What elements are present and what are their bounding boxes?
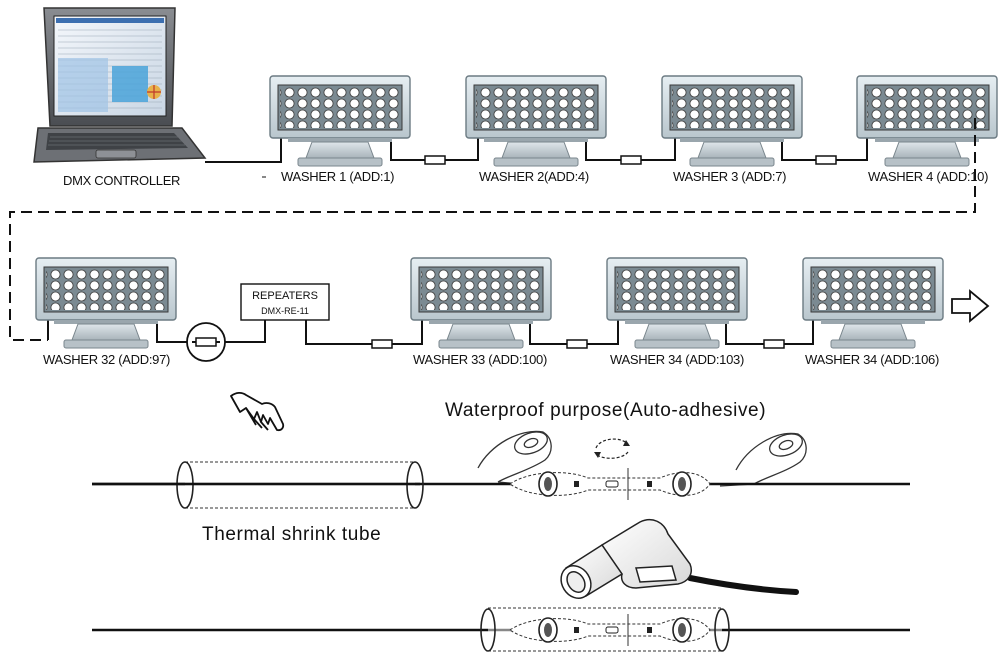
connector-icon (759, 339, 789, 349)
connector-icon (562, 339, 592, 349)
connector-icon (367, 339, 397, 349)
adhesive-tape-roll-icon (477, 430, 552, 487)
repeater-title: REPEATERS (252, 290, 318, 302)
connector-icon (420, 155, 450, 165)
connector-icon (191, 337, 221, 347)
laptop-icon (33, 7, 207, 163)
washer-4-label: WASHER 4 (ADD:10) (868, 169, 988, 184)
washer-33-label: WASHER 33 (ADD:100) (413, 352, 547, 367)
row2-dmx-cable (47, 318, 814, 345)
led-washer-icon (35, 257, 177, 349)
washer-3-label: WASHER 3 (ADD:7) (673, 169, 786, 184)
thermal-shrink-tube (92, 461, 424, 509)
washer-34-label: WASHER 34 (ADD:103) (610, 352, 744, 367)
rotation-arrows (595, 438, 629, 459)
shrink-tube-label: Thermal shrink tube (202, 524, 381, 545)
washer-1-label: WASHER 1 (ADD:1) (281, 169, 394, 184)
pointing-hand-icon (230, 391, 285, 432)
washer-32-label: WASHER 32 (ADD:97) (43, 352, 170, 367)
repeater-model: DMX-RE-11 (261, 306, 309, 316)
repeater-box (240, 283, 330, 321)
washer-2-label: WASHER 2(ADD:4) (479, 169, 589, 184)
waterproof-label: Waterproof purpose(Auto-adhesive) (445, 400, 766, 421)
sealed-connector-joint (509, 467, 711, 501)
connector-icon (616, 155, 646, 165)
connector-icon (811, 155, 841, 165)
washer-34b-label: WASHER 34 (ADD:106) (805, 352, 939, 367)
controller-label: DMX CONTROLLER (63, 173, 180, 188)
adhesive-tape-roll-icon (719, 432, 807, 487)
continuation-dashed-line (9, 118, 976, 341)
heat-gun-icon (560, 518, 799, 599)
row1-dmx-cable (205, 136, 868, 163)
led-washer-icon (269, 75, 411, 167)
hollow-arrow-right-icon (951, 289, 990, 323)
led-washer-icon (802, 257, 944, 349)
